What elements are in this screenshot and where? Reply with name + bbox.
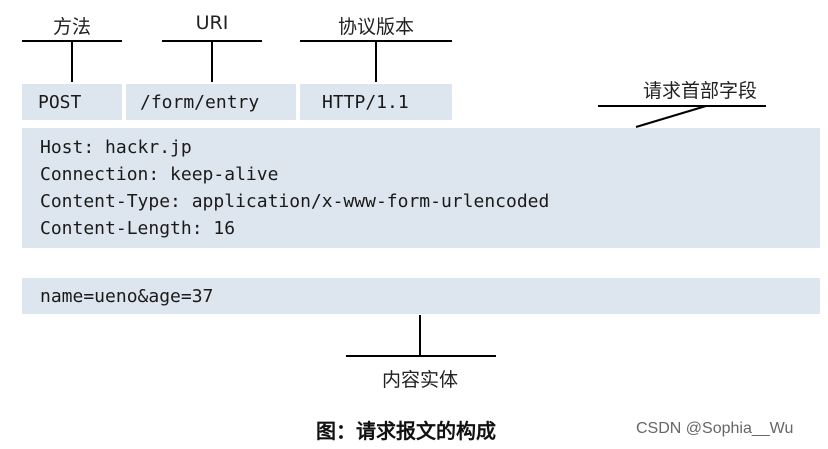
watermark: CSDN @Sophia__Wu (636, 420, 794, 437)
uri-value: /form/entry (140, 91, 260, 113)
body-label: 内容实体 (381, 369, 458, 391)
version-box: HTTP/1.1 (300, 84, 452, 120)
body-value: name=ueno&age=37 (40, 285, 214, 307)
uri-label: URI (195, 12, 229, 34)
method-box: POST (22, 84, 122, 120)
header-line: Content-Type: application/x-www-form-url… (40, 191, 550, 212)
header-line: Host: hackr.jp (40, 137, 192, 158)
method-value: POST (38, 91, 82, 113)
header-line: Content-Length: 16 (40, 218, 236, 239)
body-box: name=ueno&age=37 (22, 278, 820, 314)
method-label: 方法 (52, 16, 91, 38)
headers-box: Host: hackr.jp Connection: keep-alive Co… (22, 128, 820, 248)
uri-box: /form/entry (126, 84, 296, 120)
version-value: HTTP/1.1 (322, 91, 409, 113)
version-label: 协议版本 (337, 16, 414, 38)
header-fields-label: 请求首部字段 (642, 80, 757, 102)
header-line: Connection: keep-alive (40, 164, 279, 185)
figure-caption: 图：请求报文的构成 (316, 419, 496, 443)
header-fields-pointer-line (635, 105, 707, 128)
